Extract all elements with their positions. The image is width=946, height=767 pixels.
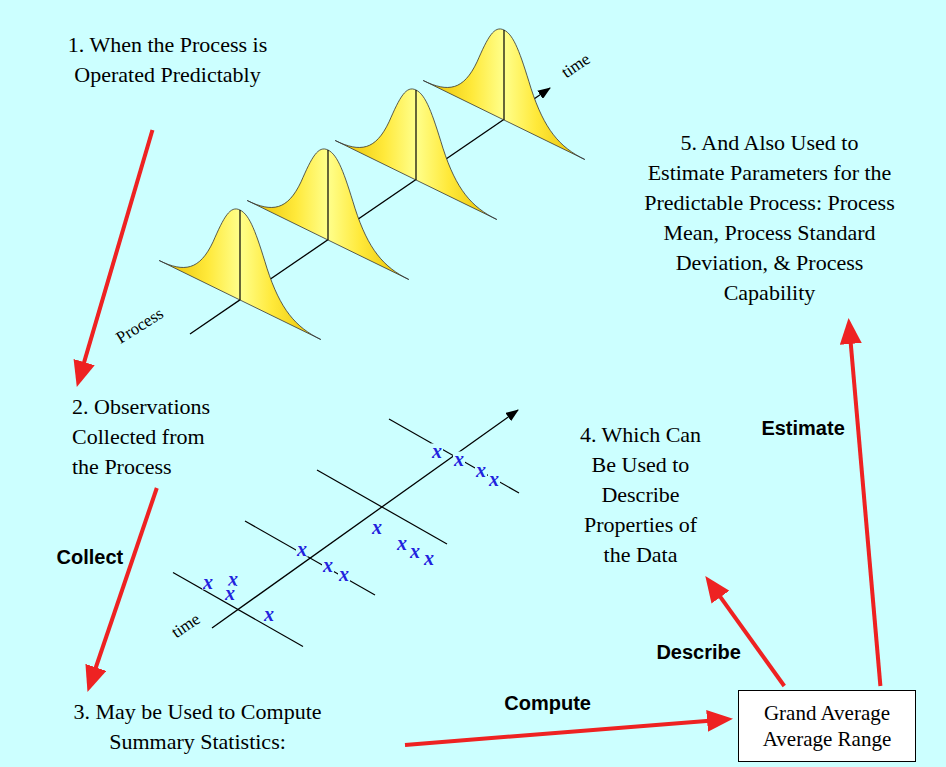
- data-mark: x: [423, 551, 435, 566]
- mean-line: [415, 90, 416, 180]
- data-mark: x: [224, 586, 236, 601]
- bell-curve: [159, 170, 321, 339]
- sample-line: [245, 521, 375, 595]
- data-mark: x: [475, 463, 487, 478]
- data-mark: x: [296, 542, 308, 557]
- sample-line: [389, 419, 519, 493]
- bell-curve: [335, 50, 497, 219]
- data-mark: x: [338, 567, 350, 582]
- flow-arrow: [92, 488, 157, 679]
- axis-label: time: [557, 49, 595, 84]
- mean-line: [327, 150, 328, 240]
- bell-shape: [423, 0, 585, 160]
- bell-shape: [159, 170, 321, 339]
- step-text: 3. May be Used to Compute Summary Statis…: [60, 697, 335, 757]
- axis-label: time: [167, 609, 205, 644]
- node-text: 1. When the Process is Operated Predicta…: [60, 30, 275, 90]
- flow-arrow: [713, 587, 784, 686]
- bell-curve: [423, 0, 585, 160]
- statistics-box: Grand AverageAverage Range: [738, 690, 916, 762]
- edge-label: Compute: [504, 692, 591, 714]
- edge-label: Describe: [656, 641, 741, 663]
- data-mark: x: [202, 575, 214, 590]
- node-text: 3. May be Used to Compute Summary Statis…: [60, 697, 335, 757]
- node-text: Grand Average: [764, 700, 890, 726]
- data-mark: x: [371, 520, 383, 535]
- bell-shape: [335, 50, 497, 219]
- step-text: 5. And Also Used to Estimate Parameters …: [642, 128, 897, 308]
- mean-line: [503, 30, 504, 120]
- data-mark: x: [396, 536, 408, 551]
- mean-line: [239, 210, 240, 300]
- data-mark: x: [263, 607, 275, 622]
- node-text: 4. Which Can Be Used to Describe Propert…: [573, 420, 708, 570]
- flow-arrow: [405, 720, 719, 745]
- data-mark: x: [227, 572, 239, 587]
- bell-curve: [247, 110, 409, 279]
- time-axis: [212, 410, 518, 628]
- step-text: 4. Which Can Be Used to Describe Propert…: [573, 420, 708, 570]
- bell-shape: [247, 110, 409, 279]
- sample-line: [317, 470, 447, 544]
- edge-label: Collect: [57, 546, 124, 568]
- step-text: 1. When the Process is Operated Predicta…: [60, 30, 275, 90]
- edge-label: Estimate: [761, 417, 844, 439]
- data-mark: x: [488, 472, 500, 487]
- node-text: 2. Observations Collected from the Proce…: [72, 392, 232, 482]
- node-text: Average Range: [763, 726, 891, 752]
- data-mark: x: [431, 444, 443, 459]
- step-text: 2. Observations Collected from the Proce…: [72, 392, 232, 482]
- axis-label: Process: [112, 303, 168, 349]
- data-mark: x: [453, 452, 465, 467]
- flow-arrow: [850, 332, 881, 686]
- node-text: 5. And Also Used to Estimate Parameters …: [642, 128, 897, 308]
- data-mark: x: [409, 544, 421, 559]
- data-mark: x: [322, 558, 334, 573]
